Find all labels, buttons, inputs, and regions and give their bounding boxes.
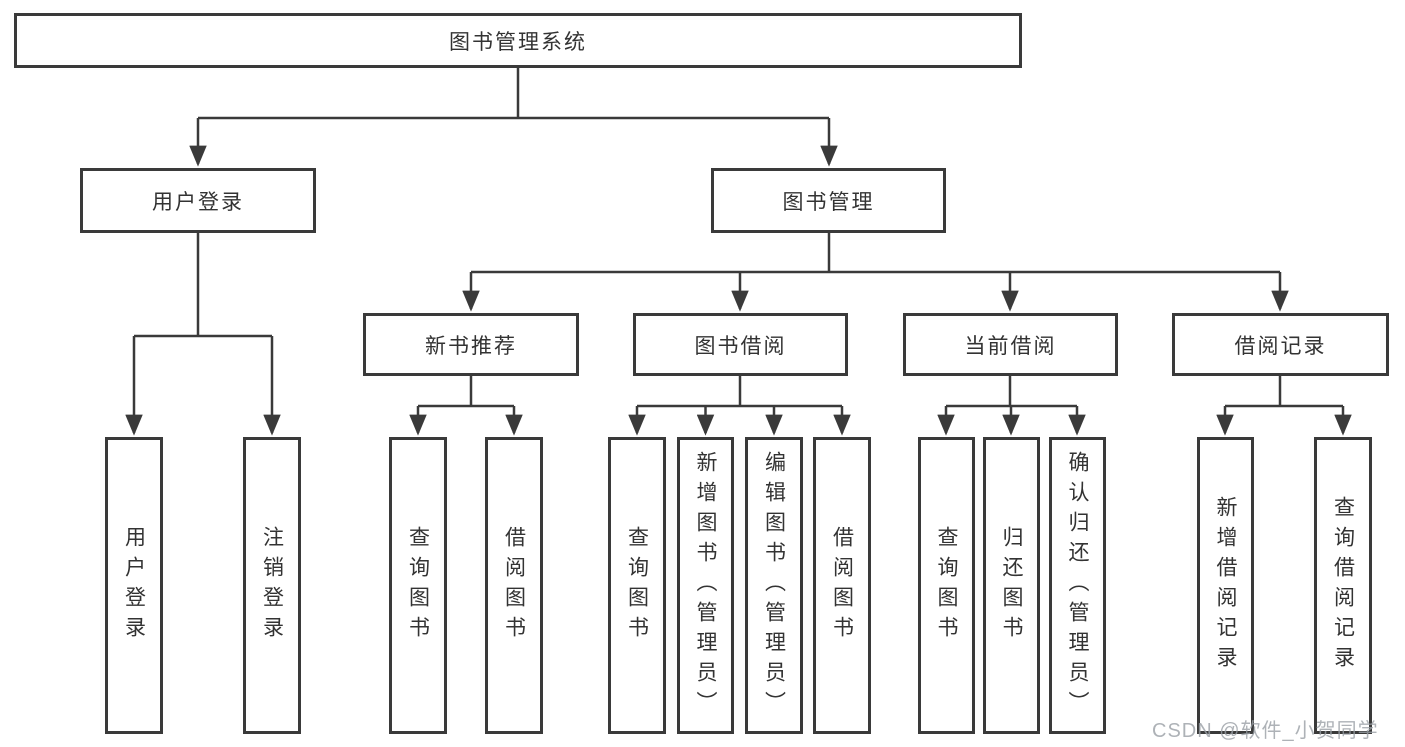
leaf-current-query-books: 查询图书 <box>918 437 975 734</box>
node-label: 新增借阅记录 <box>1214 495 1237 676</box>
leaf-confirm-return-admin: 确认归还（管理员） <box>1049 437 1106 734</box>
node-label: 当前借阅 <box>964 334 1057 358</box>
edges-new-books <box>409 376 523 436</box>
node-book-borrowing: 图书借阅 <box>633 313 848 376</box>
edges-current-borrow <box>937 376 1086 436</box>
node-current-borrowing: 当前借阅 <box>903 313 1118 376</box>
leaf-add-books-admin: 新增图书（管理员） <box>677 437 734 734</box>
leaf-logout: 注销登录 <box>243 437 301 734</box>
node-borrowing-records: 借阅记录 <box>1172 313 1389 376</box>
leaf-user-login: 用户登录 <box>105 437 163 734</box>
edges-book-mgmt <box>462 233 1289 312</box>
edges-book-borrow <box>628 376 851 436</box>
node-label: 查询图书 <box>625 525 649 646</box>
leaf-borrowing-query-books: 查询图书 <box>608 437 666 734</box>
node-label: 图书借阅 <box>694 334 787 358</box>
node-library-system: 图书管理系统 <box>14 13 1022 68</box>
edges-user-login <box>125 233 281 436</box>
node-label: 新增图书（管理员） <box>694 450 717 721</box>
node-label: 用户登录 <box>122 525 146 646</box>
edges-root <box>189 68 838 167</box>
node-label: 图书管理系统 <box>449 30 587 54</box>
leaf-query-borrow-record: 查询借阅记录 <box>1314 437 1372 734</box>
node-label: 归还图书 <box>1000 525 1023 646</box>
node-label: 图书管理 <box>782 190 875 214</box>
node-label: 用户登录 <box>152 190 244 214</box>
leaf-add-borrow-record: 新增借阅记录 <box>1197 437 1254 734</box>
leaf-recommend-borrow-books: 借阅图书 <box>485 437 543 734</box>
node-label: 查询借阅记录 <box>1331 495 1355 676</box>
node-label: 新书推荐 <box>425 334 517 358</box>
node-label: 借阅记录 <box>1234 334 1327 358</box>
node-label: 编辑图书（管理员） <box>762 450 786 721</box>
node-new-book-recommend: 新书推荐 <box>363 313 579 376</box>
watermark: CSDN @软件_小贺同学 <box>1152 720 1379 742</box>
leaf-recommend-query-books: 查询图书 <box>389 437 447 734</box>
node-label: 借阅图书 <box>502 525 526 646</box>
node-label: 查询图书 <box>935 525 958 646</box>
leaf-edit-books-admin: 编辑图书（管理员） <box>745 437 803 734</box>
node-label: 注销登录 <box>260 525 284 646</box>
node-label: 借阅图书 <box>830 525 854 646</box>
leaf-return-books: 归还图书 <box>983 437 1040 734</box>
node-book-management: 图书管理 <box>711 168 946 233</box>
node-label: 确认归还（管理员） <box>1066 450 1089 721</box>
node-user-login: 用户登录 <box>80 168 316 233</box>
node-label: 查询图书 <box>406 525 430 646</box>
edges-borrow-records <box>1216 376 1352 436</box>
leaf-borrowing-borrow-books: 借阅图书 <box>813 437 871 734</box>
